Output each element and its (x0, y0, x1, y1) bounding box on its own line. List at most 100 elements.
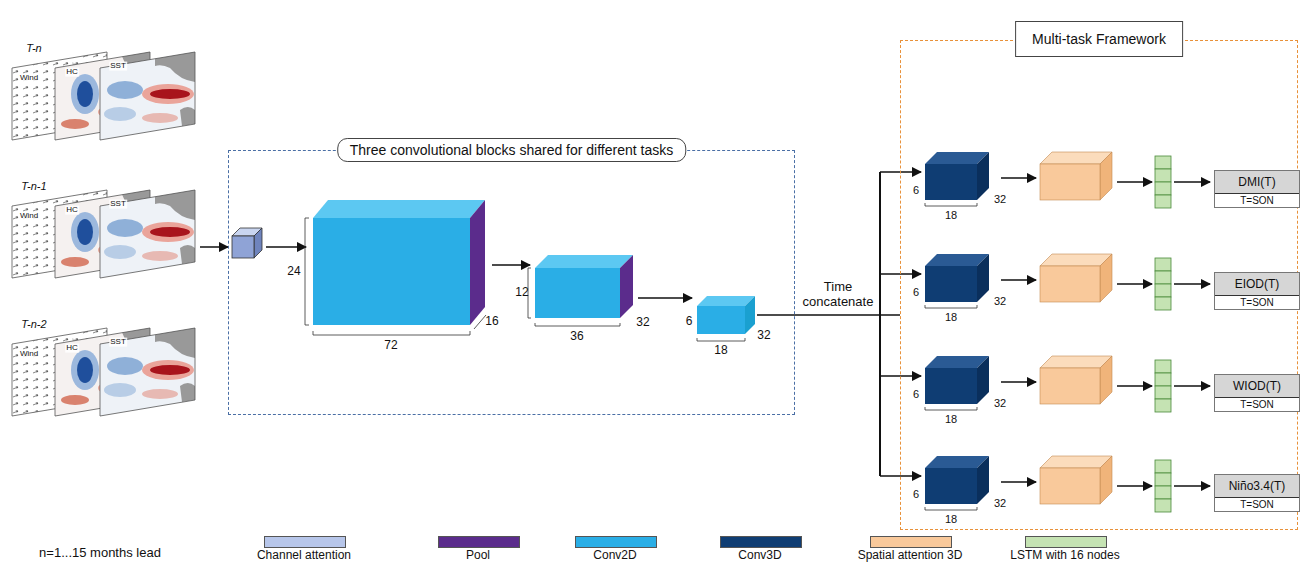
region-heading: Multi-task Framework (1015, 21, 1183, 57)
lstm-cell (1155, 386, 1171, 399)
lstm-cell (1155, 284, 1171, 297)
conv3d-front (925, 266, 977, 302)
dimension-label: 32 (994, 295, 1006, 307)
lstm-cell (1155, 156, 1171, 169)
attention-side (1100, 356, 1112, 404)
attention-side (1100, 456, 1112, 504)
conv3d-front (925, 164, 977, 200)
lstm-cell (1155, 360, 1171, 373)
lstm-cell (1155, 486, 1171, 499)
lstm-cell (1155, 499, 1171, 512)
variable-label: HC (65, 344, 79, 353)
dimension-label: 32 (994, 497, 1006, 509)
attention-front (1040, 368, 1100, 404)
time-step-label: T-n-2 (21, 318, 46, 330)
dim-tick (925, 407, 977, 410)
dim-tick (925, 507, 977, 510)
variable-label: Wind (19, 74, 39, 83)
lstm-cell (1155, 182, 1171, 195)
variable-label: SST (109, 200, 127, 209)
legend-swatch (438, 536, 520, 548)
attention-front (1040, 266, 1100, 302)
lstm-cell (1155, 399, 1171, 412)
conv3d-side (977, 254, 989, 302)
flow-arrow (1174, 181, 1210, 183)
conv3d-side (977, 152, 989, 200)
output-box: WIOD(T)T=SON (1214, 374, 1300, 412)
dimension-label: 36 (570, 330, 583, 343)
output-box: DMI(T)T=SON (1214, 170, 1300, 208)
flow-arrow (1117, 181, 1152, 183)
output-season: T=SON (1215, 194, 1299, 207)
variable-label: Wind (19, 350, 39, 359)
dimension-label: 16 (485, 315, 498, 328)
edge-label: Time concatenate (801, 279, 875, 309)
conv3d-front (925, 468, 977, 504)
legend-text: Conv2D (560, 549, 670, 562)
conv3d-side (977, 456, 989, 504)
dimension-label: 32 (994, 397, 1006, 409)
conv3d-side (977, 356, 989, 404)
dimension-label: 18 (945, 209, 957, 221)
attention-top (1040, 152, 1112, 164)
lstm-cell (1155, 169, 1171, 182)
flow-arrow (1117, 485, 1152, 487)
lstm-cell (1155, 271, 1171, 284)
legend-text: Conv3D (705, 549, 815, 562)
variable-label: SST (109, 62, 127, 71)
time-step-label: T-n-1 (21, 180, 46, 192)
dimension-label: 24 (287, 265, 300, 278)
legend-swatch (575, 536, 657, 548)
output-season: T=SON (1215, 296, 1299, 309)
variable-label: SST (109, 338, 127, 347)
output-name: EIOD(T) (1215, 273, 1299, 296)
output-name: DMI(T) (1215, 171, 1299, 194)
legend-swatch (720, 536, 802, 548)
output-season: T=SON (1215, 498, 1299, 511)
flow-arrow (1001, 381, 1036, 383)
dimension-label: 32 (757, 329, 770, 342)
dimension-label: 6 (913, 184, 919, 196)
attention-side (1100, 152, 1112, 200)
dimension-label: 18 (714, 344, 727, 357)
legend-swatch (1025, 536, 1107, 548)
dimension-label: 12 (515, 286, 528, 299)
dimension-label: 6 (686, 315, 693, 328)
dimension-label: 72 (384, 339, 397, 352)
region-heading: Three convolutional blocks shared for di… (337, 138, 686, 162)
flow-arrow (1174, 283, 1210, 285)
legend-text: LSTM with 16 nodes (1010, 549, 1120, 562)
output-season: T=SON (1215, 398, 1299, 411)
variable-label: HC (65, 206, 79, 215)
variable-label: HC (65, 68, 79, 77)
dim-tick (925, 305, 977, 308)
time-step-label: T-n (26, 42, 42, 54)
flow-arrow (1174, 485, 1210, 487)
concat-connector (795, 315, 900, 316)
flow-arrow (1001, 481, 1036, 483)
lstm-cell (1155, 258, 1171, 271)
variable-label: Wind (19, 212, 39, 221)
attention-front (1040, 164, 1100, 200)
lstm-cell (1155, 297, 1171, 310)
output-name: WIOD(T) (1215, 375, 1299, 398)
flow-arrow (1001, 279, 1036, 281)
lead-note: n=1...15 months lead (39, 546, 161, 560)
dimension-label: 32 (994, 193, 1006, 205)
connector-line (795, 314, 900, 316)
lstm-cell (1155, 460, 1171, 473)
dimension-label: 6 (913, 488, 919, 500)
lstm-cell (1155, 195, 1171, 208)
lstm-cell (1155, 473, 1171, 486)
legend-text: Pool (423, 549, 533, 562)
shared-conv-region: Three convolutional blocks shared for di… (228, 150, 795, 415)
lstm-cell (1155, 373, 1171, 386)
flow-arrow (1174, 385, 1210, 387)
dimension-label: 6 (913, 388, 919, 400)
attention-top (1040, 254, 1112, 266)
attention-front (1040, 468, 1100, 504)
attention-side (1100, 254, 1112, 302)
dimension-label: 32 (636, 316, 649, 329)
